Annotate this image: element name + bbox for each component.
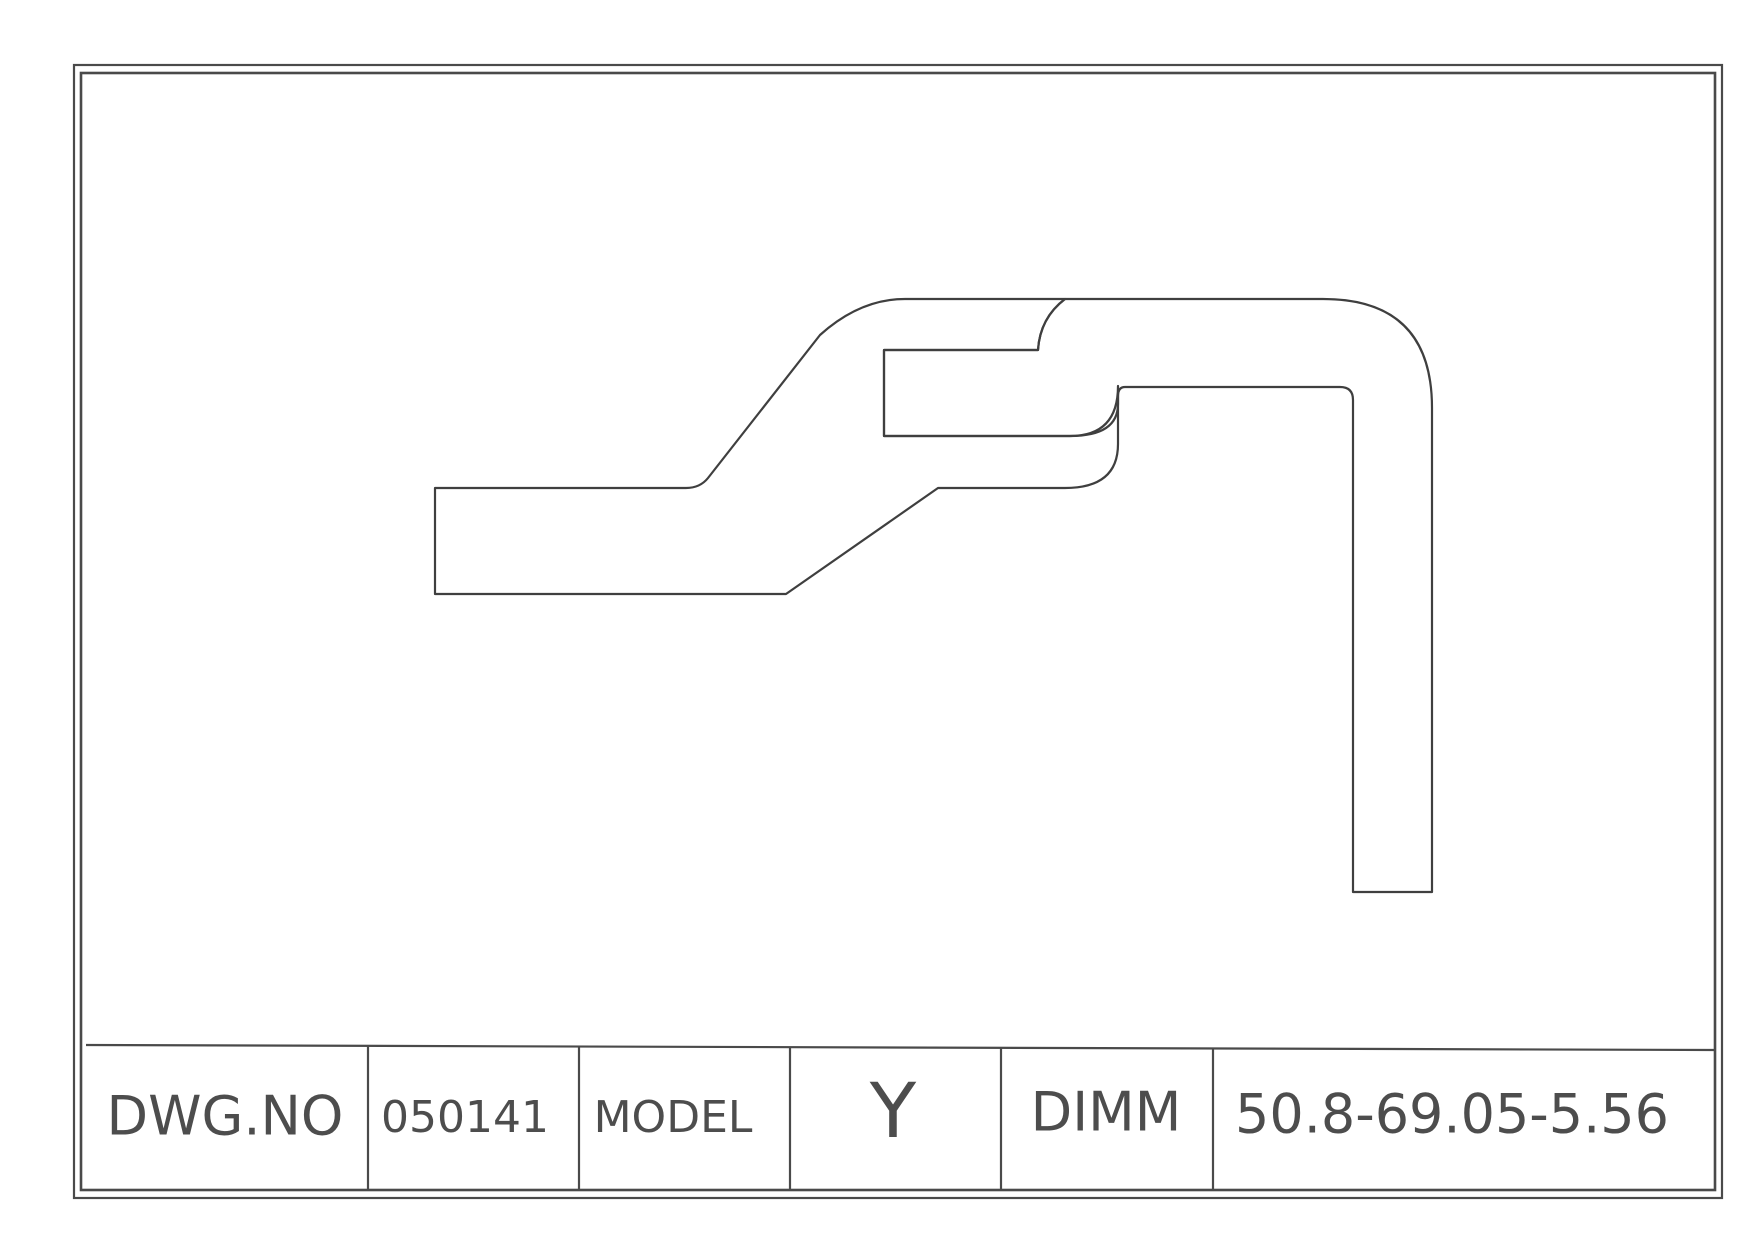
drawing-border-inner xyxy=(79,71,1717,1192)
title-block-top-rule xyxy=(85,1043,1715,1052)
title-block: DWG.NO 050141 MODEL Y DIMM 50.8-69.05-5.… xyxy=(85,1043,1715,1190)
dwg-no-label: DWG.NO xyxy=(107,1085,344,1148)
seal-cross-section xyxy=(433,297,1434,894)
rubber-lip-profile xyxy=(433,297,1120,596)
dimm-label: DIMM xyxy=(1031,1081,1182,1144)
drawing-border-outer xyxy=(72,63,1724,1200)
model-label: MODEL xyxy=(594,1092,753,1143)
metal-case-profile xyxy=(882,297,1434,894)
dwg-no-value: 050141 xyxy=(381,1092,549,1143)
dimm-value: 50.8-69.05-5.56 xyxy=(1235,1083,1669,1146)
model-value: Y xyxy=(869,1066,917,1155)
